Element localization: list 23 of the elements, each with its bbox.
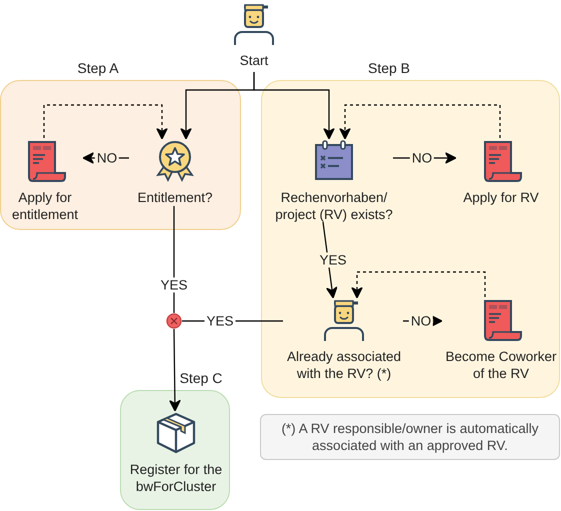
arrow [43, 104, 168, 140]
step-label: Already associated with the RV? (*) [286, 348, 402, 382]
step-label: Apply for entitlement [10, 189, 80, 223]
step-label: Become Coworker of the RV [444, 348, 558, 382]
arrow [253, 72, 335, 140]
note-box: (*) A RV responsible/owner is automatically associated with an approved RV. [260, 414, 560, 460]
step-heading: Step B [368, 60, 410, 76]
step-label: Start [240, 52, 268, 69]
arrow [339, 104, 501, 140]
arrow [351, 271, 486, 299]
step-heading: Step A [77, 60, 119, 76]
edge-label: NO [410, 150, 434, 166]
edge-label: NO [408, 314, 434, 328]
step-label: Apply for RV [463, 189, 539, 206]
edge-label: YES [204, 314, 236, 328]
edge-label: YES [158, 278, 190, 292]
step-label: Entitlement? [137, 189, 213, 206]
edge-label: NO [94, 150, 120, 166]
step-label: Rechenvorhaben/ project (RV) exists? [274, 189, 394, 223]
step-label: Register for the bwForCluster [128, 461, 224, 495]
step-heading: Step C [180, 370, 222, 386]
edge-label: YES [318, 252, 348, 268]
arrow [168, 329, 181, 412]
